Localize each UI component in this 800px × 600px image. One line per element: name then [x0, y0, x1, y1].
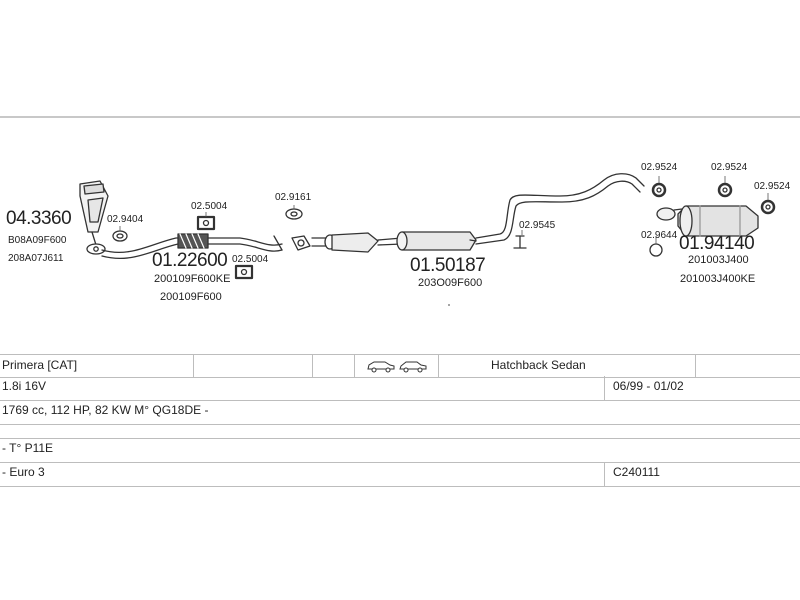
- part-code-hanger[interactable]: 02.9545: [519, 220, 556, 231]
- part-code-rear-silencer[interactable]: 01.94140: [679, 233, 755, 254]
- gasket-ring-icon: [285, 208, 303, 220]
- part-code-gasket[interactable]: 02.9161: [275, 192, 312, 203]
- year-range: 06/99 - 01/02: [613, 379, 684, 393]
- part-code-front-pipe[interactable]: 01.22600: [152, 250, 228, 271]
- part-code-rubber[interactable]: 02.9524: [754, 181, 791, 192]
- rubber-ring-icon-2: [717, 182, 733, 198]
- rear-silencer-icon: [656, 205, 759, 237]
- middle-silencer-icon: [311, 173, 645, 253]
- top-rule: [0, 116, 800, 118]
- emission-standard: - Euro 3: [2, 465, 45, 479]
- hatchback-car-icon: [367, 361, 427, 373]
- spec-row-specs: 1769 cc, 112 HP, 82 KW M° QG18DE -: [0, 400, 800, 425]
- flange-icon: [291, 235, 311, 251]
- part-ref: 200109F600KE: [154, 273, 231, 285]
- catalog-code: C240111: [613, 465, 660, 479]
- part-code-rubber[interactable]: 02.9524: [711, 162, 748, 173]
- part-code-gasket[interactable]: 02.9404: [107, 214, 144, 225]
- clamp-ring-icon: [649, 243, 663, 257]
- spec-row-blank: [0, 424, 800, 439]
- part-code-middle-silencer[interactable]: 01.50187: [410, 255, 486, 276]
- spec-row-model: Primera [CAT] Hatchback Sedan: [0, 354, 800, 378]
- spec-row-engine: 1.8i 16V 06/99 - 01/02: [0, 376, 800, 401]
- rubber-ring-icon-1: [651, 182, 667, 198]
- car-icons: [366, 358, 428, 374]
- part-ref: 201003J400KE: [680, 273, 756, 285]
- body-types: Hatchback Sedan: [491, 358, 586, 372]
- part-ref: 203O09F600: [418, 277, 483, 289]
- part-ref: 201003J400: [688, 254, 749, 266]
- rubber-ring-icon-3: [760, 199, 776, 215]
- rubber-mount-icon: [196, 215, 216, 231]
- part-ref: B08A09F600: [8, 235, 67, 246]
- vehicle-model: Primera [CAT]: [2, 358, 78, 372]
- spec-row-emission: - Euro 3 C240111: [0, 462, 800, 487]
- part-code-cat[interactable]: 04.3360: [6, 208, 72, 229]
- part-code-rubber[interactable]: 02.9524: [641, 162, 678, 173]
- engine-specs: 1769 cc, 112 HP, 82 KW M° QG18DE -: [2, 403, 209, 417]
- part-ref: 200109F600: [160, 291, 222, 303]
- catalytic-converter-icon: [79, 180, 109, 255]
- part-ref: 208A07J611: [8, 253, 64, 264]
- front-pipe-icon: [101, 233, 283, 260]
- spec-row-type: - T° P11E: [0, 438, 800, 463]
- rubber-mount-icon-lower: [234, 264, 254, 280]
- hanger-icon: [513, 235, 527, 249]
- engine: 1.8i 16V: [2, 379, 47, 393]
- part-code-rubber[interactable]: 02.5004: [232, 254, 269, 265]
- gasket-icon: [112, 230, 128, 242]
- dot-mark: [448, 304, 450, 306]
- vehicle-type: - T° P11E: [2, 441, 54, 455]
- exhaust-system-drawing: [79, 173, 776, 306]
- part-code-clamp[interactable]: 02.9644: [641, 230, 678, 241]
- part-code-rubber[interactable]: 02.5004: [191, 201, 228, 212]
- exhaust-diagram: 04.3360 B08A09F600 208A07J611 02.9404 01…: [6, 162, 791, 306]
